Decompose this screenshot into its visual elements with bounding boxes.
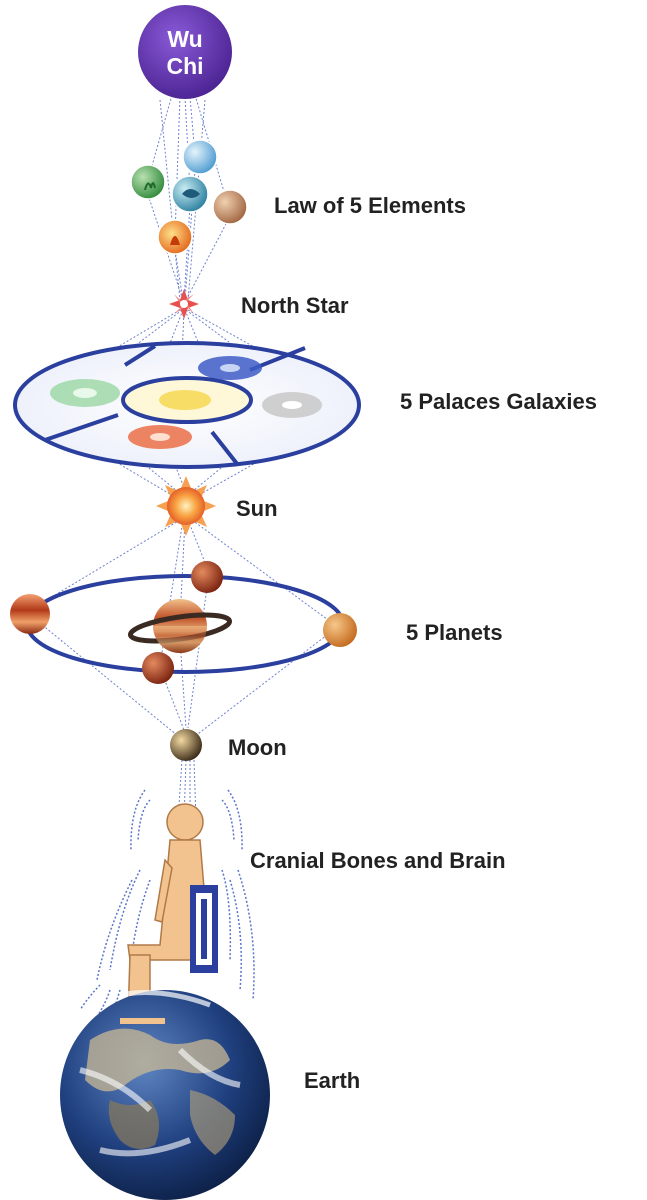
wuchi-label-line2: Chi <box>142 53 228 80</box>
earth-label: Earth <box>304 1068 360 1094</box>
north-star-icon <box>169 289 199 319</box>
mercury-planet-icon <box>142 652 174 684</box>
earth-element-icon <box>213 190 247 224</box>
five-elements-group <box>131 140 247 254</box>
chair-icon <box>190 885 218 973</box>
north-star-label: North Star <box>241 293 349 319</box>
elements-label: Law of 5 Elements <box>274 193 466 219</box>
sun-icon <box>156 476 216 536</box>
mars-planet-icon <box>191 561 223 593</box>
cranial-label: Cranial Bones and Brain <box>250 848 506 874</box>
sun-label: Sun <box>236 496 278 522</box>
wuchi-label: Wu Chi <box>142 26 228 80</box>
galaxies-label: 5 Palaces Galaxies <box>400 389 597 415</box>
planets-label: 5 Planets <box>406 620 503 646</box>
wuchi-label-line1: Wu <box>142 26 228 53</box>
galaxies-disk <box>15 343 359 467</box>
venus-planet-icon <box>323 613 357 647</box>
moon-label: Moon <box>228 735 287 761</box>
wood-element-icon <box>131 165 165 199</box>
saturn-planet-icon <box>129 599 231 653</box>
jupiter-planet-icon <box>10 594 50 634</box>
water-element-icon <box>183 140 217 174</box>
moon-icon <box>170 729 202 761</box>
yellow-galaxy-icon <box>159 390 211 410</box>
